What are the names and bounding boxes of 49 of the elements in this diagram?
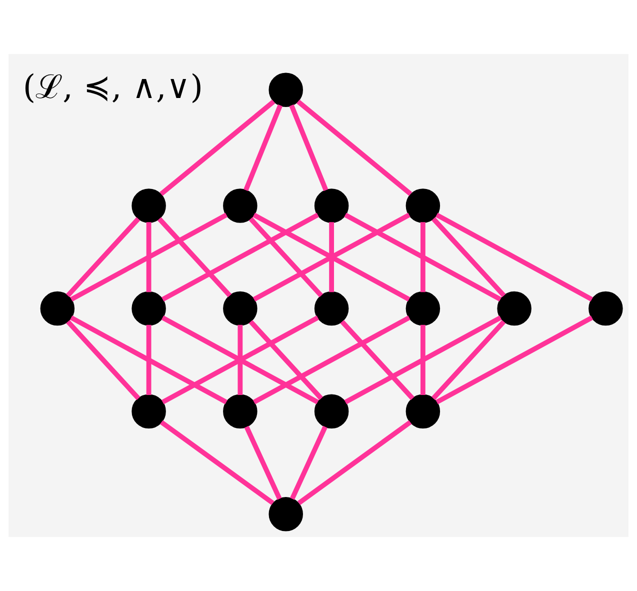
node-circle: [406, 188, 440, 223]
node-circle: [497, 291, 532, 326]
node-circle: [406, 394, 440, 428]
connector: [162, 212, 319, 302]
node-circle: [268, 497, 303, 532]
connector: [160, 420, 274, 506]
connector: [66, 320, 140, 400]
connector: [160, 100, 276, 196]
node-circle: [132, 291, 166, 326]
node-circle: [223, 188, 258, 223]
connector: [344, 316, 502, 404]
connector: [432, 320, 506, 400]
node-circle: [132, 188, 166, 223]
connector: [157, 217, 232, 298]
connector: [296, 100, 412, 196]
node-circle: [40, 291, 75, 326]
connector: [432, 217, 506, 298]
node-circle: [223, 291, 258, 326]
connector: [297, 420, 412, 506]
connector: [340, 320, 414, 400]
connector: [329, 222, 334, 292]
connector: [244, 426, 282, 500]
connector: [238, 324, 243, 395]
node-circle: [314, 394, 349, 428]
connector: [70, 316, 228, 404]
connector: [420, 324, 426, 395]
connector: [66, 217, 140, 298]
label: (ℒ, ≼, ∧,∨): [22, 68, 203, 106]
connector: [146, 222, 152, 292]
node-circle: [314, 291, 349, 326]
connector: [70, 212, 228, 302]
node-circle: [588, 291, 623, 326]
node-circle: [314, 188, 349, 223]
connector: [436, 316, 594, 404]
connector: [252, 212, 410, 302]
connector: [252, 316, 410, 404]
connector: [436, 212, 593, 302]
connector: [290, 426, 328, 500]
node-circle: [406, 291, 440, 326]
node-circle: [268, 72, 303, 108]
connector: [244, 104, 283, 192]
connector: [146, 324, 152, 395]
connector: [344, 212, 502, 302]
node-circle: [132, 394, 166, 428]
connector: [420, 222, 426, 292]
connector: [248, 217, 323, 298]
node-circle: [223, 394, 258, 428]
connector: [248, 320, 323, 400]
connector: [289, 104, 328, 192]
